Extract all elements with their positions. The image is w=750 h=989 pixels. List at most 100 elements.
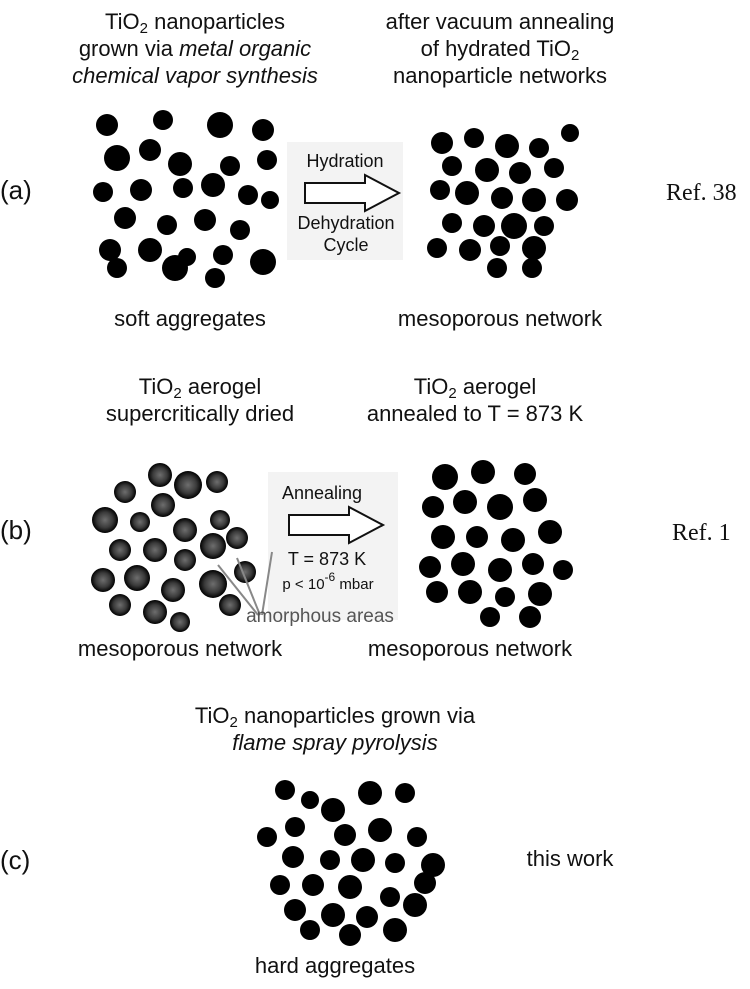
particle — [321, 798, 345, 822]
particle — [351, 848, 375, 872]
panel-a-arrow — [304, 173, 402, 213]
particle — [151, 493, 175, 517]
particle — [356, 906, 378, 928]
particle — [421, 853, 445, 877]
panel-b-leader-lines — [217, 551, 273, 616]
particle — [104, 145, 130, 171]
particle — [395, 783, 415, 803]
particle — [219, 594, 241, 616]
particle — [257, 150, 277, 170]
panel-b-right-title: TiO2 aerogel annealed to T = 873 K — [366, 374, 584, 426]
particle — [205, 268, 225, 288]
particle — [475, 158, 499, 182]
panel-a-mesoporous-network — [427, 124, 579, 278]
particle — [487, 494, 513, 520]
particle — [495, 587, 515, 607]
particle — [157, 215, 177, 235]
particle — [453, 490, 477, 514]
particle — [334, 824, 356, 846]
particle — [464, 128, 484, 148]
particle — [528, 582, 552, 606]
particle — [96, 114, 118, 136]
particle — [282, 846, 304, 868]
panel-a-soft-aggregates — [93, 110, 279, 288]
panel-b-arrow-bottom-1: T = 873 K — [287, 549, 367, 569]
particle — [200, 533, 226, 559]
particle — [321, 903, 345, 927]
particle — [226, 527, 248, 549]
particle — [514, 463, 536, 485]
panel-c-title: TiO2 nanoparticles grown via flame spray… — [194, 703, 476, 755]
panel-c-caption: hard aggregates — [254, 953, 416, 978]
particle — [143, 538, 167, 562]
panel-c-hard-aggregates — [257, 780, 445, 946]
panel-b-arrow — [288, 505, 386, 545]
particle — [538, 520, 562, 544]
particle — [139, 139, 161, 161]
particle — [556, 189, 578, 211]
particle — [194, 209, 216, 231]
particle — [501, 528, 525, 552]
particle — [522, 236, 546, 260]
panel-a-left-caption: soft aggregates — [114, 306, 266, 331]
particle — [442, 213, 462, 233]
particle — [471, 460, 495, 484]
particle — [174, 471, 202, 499]
particle — [275, 780, 295, 800]
panel-b-annotation: amorphous areas — [246, 606, 394, 627]
particle — [107, 258, 127, 278]
panel-b-arrow-bottom-2: p < 10-6 mbar — [282, 570, 374, 593]
particle — [138, 238, 162, 262]
particle — [487, 258, 507, 278]
panel-a-right-caption: mesoporous network — [397, 306, 603, 331]
particle — [92, 507, 118, 533]
particle — [509, 162, 531, 184]
particle — [250, 249, 276, 275]
panel-a-ref: Ref. 38 — [666, 180, 737, 206]
particle — [261, 191, 279, 209]
particle — [143, 600, 167, 624]
particle — [522, 553, 544, 575]
particle — [495, 134, 519, 158]
panel-b-left-caption: mesoporous network — [77, 636, 283, 661]
particle — [466, 526, 488, 548]
particle — [422, 496, 444, 518]
particle — [170, 612, 190, 632]
particle — [220, 156, 240, 176]
particle — [230, 220, 250, 240]
particle — [162, 255, 188, 281]
particle — [427, 238, 447, 258]
particle — [201, 173, 225, 197]
particle — [544, 158, 564, 178]
panel-b-annealed-network — [419, 460, 573, 628]
particle — [501, 213, 527, 239]
particle — [300, 920, 320, 940]
particle — [109, 539, 131, 561]
particle — [320, 850, 340, 870]
particle — [173, 178, 193, 198]
particle — [529, 138, 549, 158]
panel-a-left-title: TiO2 nanoparticles grown via metal organ… — [72, 9, 318, 88]
particle — [522, 258, 542, 278]
particle — [124, 565, 150, 591]
particle — [383, 918, 407, 942]
particle — [257, 827, 277, 847]
particle — [455, 181, 479, 205]
particle — [442, 156, 462, 176]
particle — [432, 464, 458, 490]
panel-c-ref: this work — [526, 846, 614, 871]
particle — [207, 112, 233, 138]
particle — [488, 558, 512, 582]
particle — [99, 239, 121, 261]
panel-b-left-title: TiO2 aerogel supercritically dried — [105, 374, 295, 426]
particle — [284, 899, 306, 921]
particle — [431, 132, 453, 154]
particle — [430, 180, 450, 200]
particle — [339, 924, 361, 946]
particle — [206, 471, 228, 493]
particle — [522, 188, 546, 212]
particle — [419, 556, 441, 578]
particle — [480, 607, 500, 627]
particle — [414, 872, 436, 894]
